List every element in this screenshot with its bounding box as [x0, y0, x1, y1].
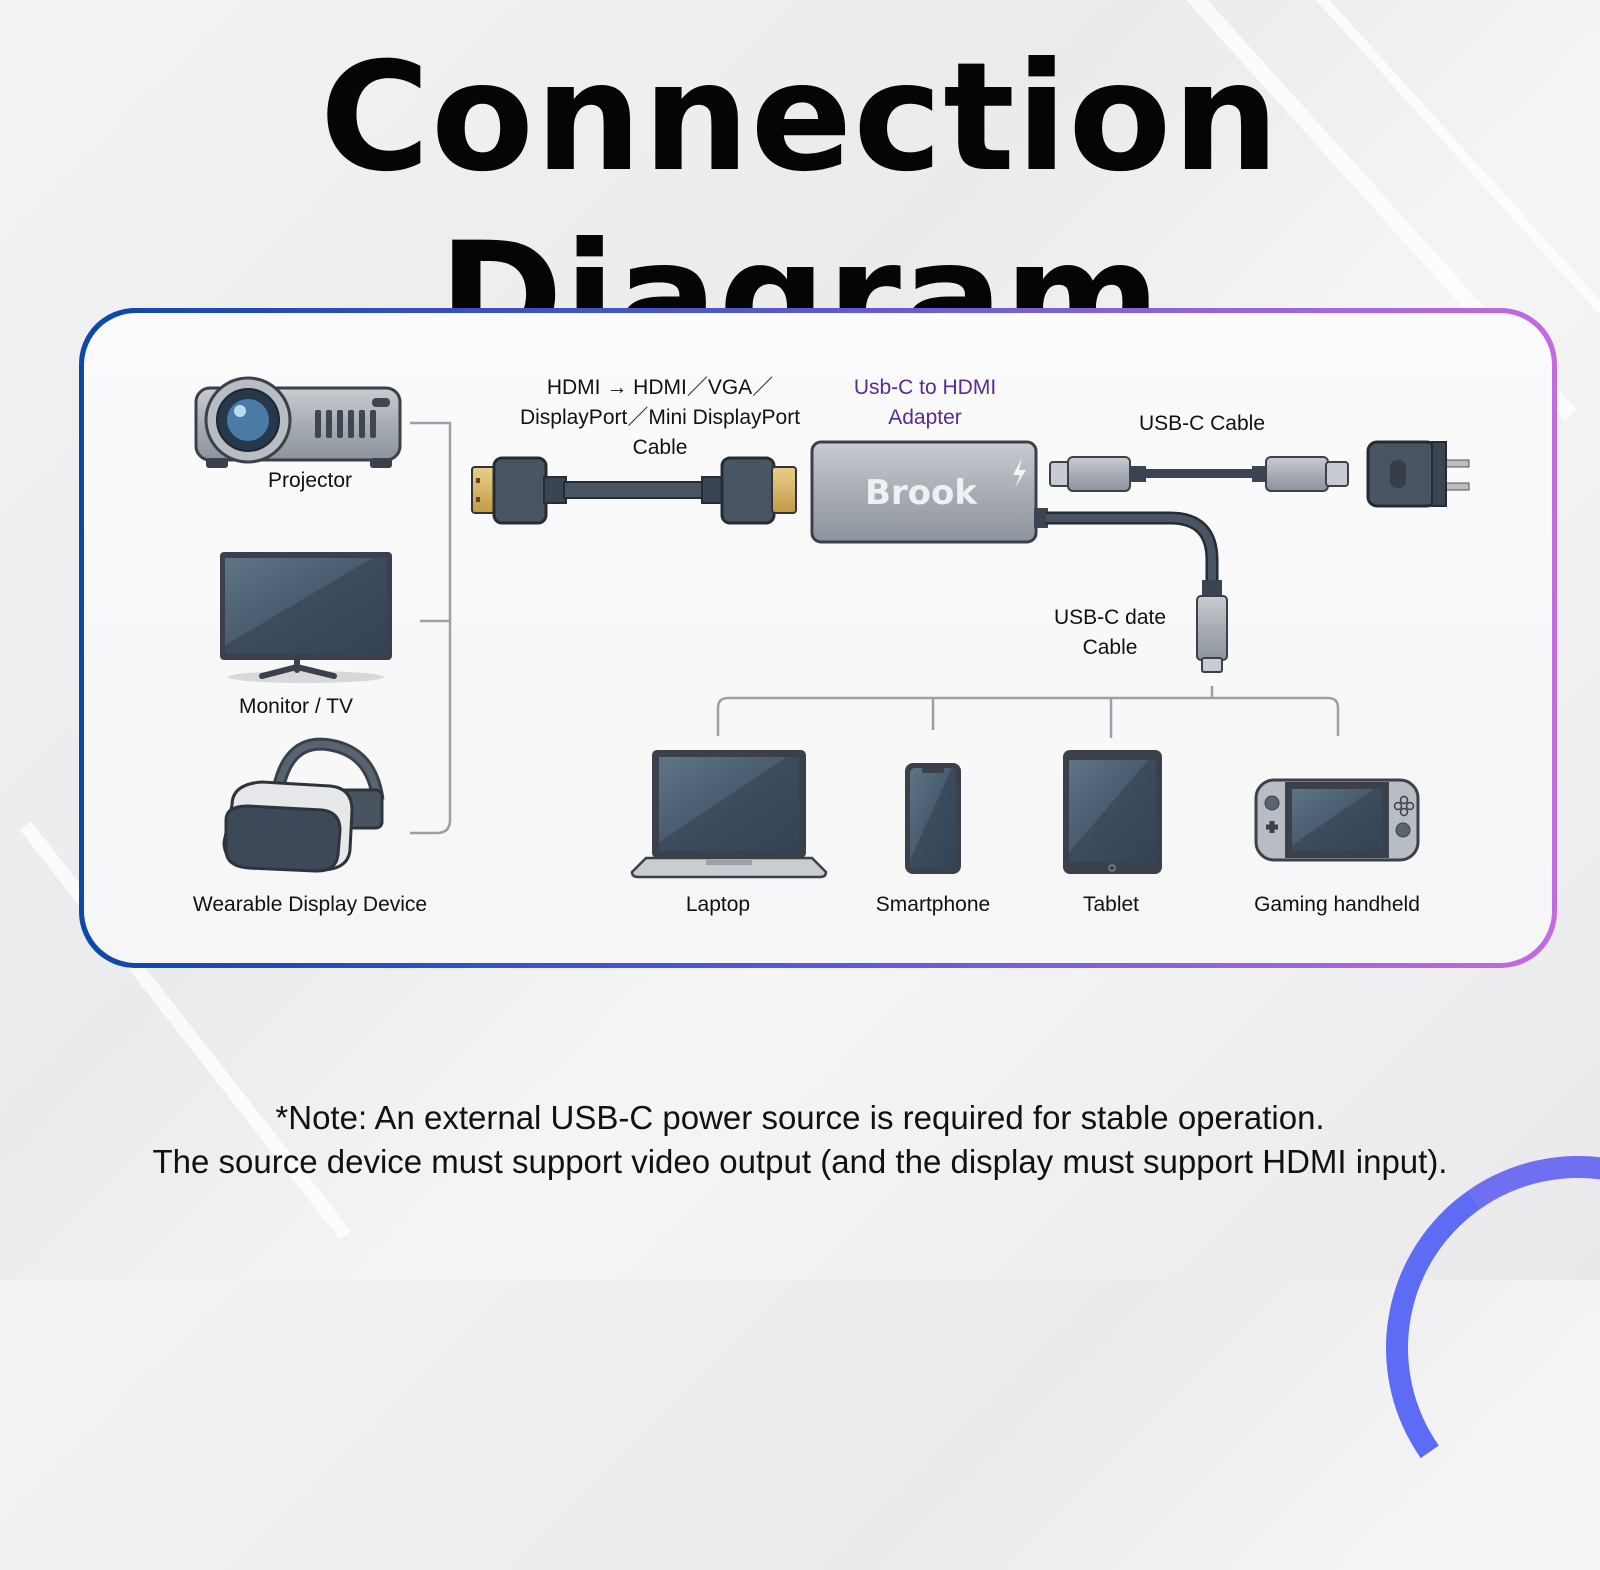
- note-line-1: *Note: An external USB-C power source is…: [275, 1099, 1325, 1136]
- usb-c-power-cable-icon: [1049, 456, 1349, 492]
- diagram-artwork: Brook: [194, 376, 1470, 879]
- power-cable-label: USB-C Cable: [1138, 412, 1266, 435]
- adapter-label-line1: Usb-C to HDMI: [853, 376, 997, 399]
- tablet-icon: [1063, 750, 1162, 874]
- display-label-wearable: Wearable Display Device: [192, 893, 428, 916]
- source-label-smartphone: Smartphone: [875, 893, 991, 916]
- monitor-icon: [220, 552, 392, 683]
- note-line-2: The source device must support video out…: [152, 1143, 1448, 1180]
- display-bracket: [410, 421, 452, 835]
- display-label-projector: Projector: [267, 469, 353, 492]
- hdmi-cable-label-line2: DisplayPort／Mini DisplayPort: [519, 406, 801, 429]
- data-cable-label-line2: Cable: [1082, 636, 1138, 659]
- smartphone-icon: [905, 763, 961, 874]
- data-cable-label-line1: USB-C date: [1053, 606, 1167, 629]
- vr-headset-icon: [222, 737, 385, 873]
- source-label-laptop: Laptop: [685, 893, 751, 916]
- source-bracket: [716, 686, 1340, 738]
- page-title: Connection Diagram: [319, 31, 1281, 385]
- hdmi-cable-icon: [471, 456, 797, 525]
- adapter-label-line2: Adapter: [888, 406, 962, 429]
- gaming-handheld-icon: [1254, 778, 1420, 862]
- hdmi-cable-label-line1: HDMI → HDMI／VGA／: [546, 376, 774, 399]
- display-label-monitor: Monitor / TV: [239, 695, 353, 718]
- source-label-tablet: Tablet: [1082, 893, 1140, 916]
- adapter-brand: Brook: [865, 473, 978, 513]
- usb-c-data-cable-icon: [1034, 508, 1228, 673]
- adapter-icon: Brook: [810, 440, 1038, 544]
- projector-icon: [194, 376, 402, 468]
- source-label-gaming-handheld: Gaming handheld: [1254, 893, 1420, 916]
- laptop-icon: [630, 750, 828, 879]
- hdmi-cable-label-line3: Cable: [632, 436, 688, 459]
- lightning-icon: [1013, 458, 1026, 488]
- power-plug-icon: [1366, 440, 1470, 508]
